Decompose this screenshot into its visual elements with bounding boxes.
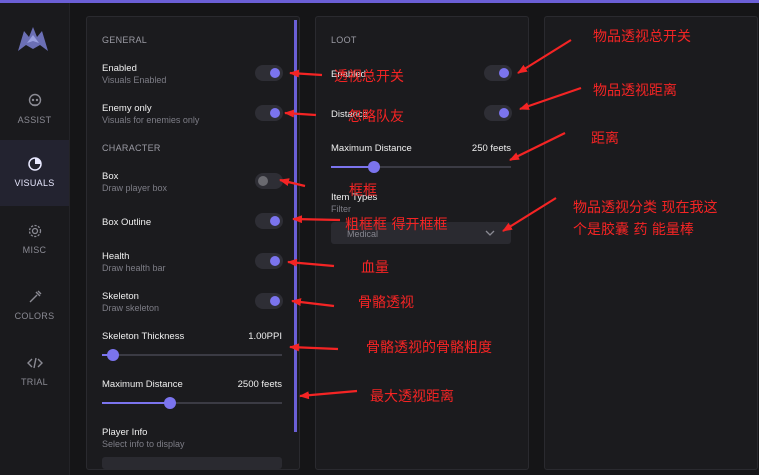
max-distance-slider[interactable] xyxy=(102,397,282,409)
sidebar-item-visuals[interactable]: VISUALS xyxy=(0,140,69,206)
box-outline-toggle[interactable] xyxy=(255,213,283,229)
player-info-label: Player Info xyxy=(102,427,148,438)
health-description: Draw health bar xyxy=(102,263,166,273)
wolf-logo-icon xyxy=(18,27,48,51)
slider-thumb[interactable] xyxy=(368,161,380,173)
annotation-loot-master-switch: 物品透视总开关 xyxy=(593,29,691,45)
section-title-character: CHARACTER xyxy=(102,143,161,153)
skeleton-thickness-slider[interactable] xyxy=(102,349,282,361)
skeleton-description: Draw skeleton xyxy=(102,303,160,313)
gear-icon xyxy=(28,224,41,238)
player-info-description: Select info to display xyxy=(102,439,185,449)
annotation-health: 血量 xyxy=(361,260,389,276)
annotation-max-distance: 最大透视距离 xyxy=(370,389,454,405)
annotation-item-types-line2: 个是胶囊 药 能量棒 xyxy=(573,222,694,238)
player-info-select[interactable] xyxy=(102,457,282,469)
box-outline-label: Box Outline xyxy=(102,217,152,228)
health-toggle[interactable] xyxy=(255,253,283,269)
annotation-esp-master-switch: 透视总开关 xyxy=(334,69,404,85)
sidebar-item-trial[interactable]: TRIAL xyxy=(0,343,69,405)
skull-icon xyxy=(28,93,41,107)
sidebar-item-label: ASSIST xyxy=(17,115,52,125)
enemy-only-description: Visuals for enemies only xyxy=(102,115,200,125)
enabled-label: Enabled xyxy=(102,63,137,74)
dropper-icon xyxy=(29,290,41,303)
chevron-down-icon xyxy=(485,230,495,236)
sidebar: ASSIST VISUALS MISC COLORS TRIAL xyxy=(0,3,70,475)
slider-thumb[interactable] xyxy=(164,397,176,409)
item-types-label: Item Types xyxy=(331,192,378,203)
item-types-selected: Medical xyxy=(347,229,379,239)
annotation-item-types-line1: 物品透视分类 现在我这 xyxy=(573,200,718,216)
code-icon xyxy=(26,357,43,369)
max-distance-value: 2500 feets xyxy=(237,379,282,390)
section-title-general: GENERAL xyxy=(102,35,148,45)
box-toggle[interactable] xyxy=(255,173,283,189)
annotation-box: 框框 xyxy=(349,183,377,199)
skeleton-thickness-value: 1.00PPI xyxy=(248,331,282,342)
skeleton-thickness-label: Skeleton Thickness xyxy=(102,331,185,342)
skeleton-label: Skeleton xyxy=(102,291,139,302)
slider-thumb[interactable] xyxy=(107,349,119,361)
box-description: Draw player box xyxy=(102,183,168,193)
visuals-settings-panel xyxy=(86,16,300,470)
window-top-accent xyxy=(0,0,759,3)
sidebar-item-label: TRIAL xyxy=(20,377,48,387)
sidebar-item-misc[interactable]: MISC xyxy=(0,211,69,273)
loot-distance-toggle[interactable] xyxy=(484,105,512,121)
annotation-distance: 距离 xyxy=(591,131,619,147)
enabled-description: Visuals Enabled xyxy=(102,75,167,85)
section-title-loot: LOOT xyxy=(331,35,357,45)
sidebar-item-label: MISC xyxy=(22,245,47,255)
sidebar-item-label: VISUALS xyxy=(14,178,55,188)
item-types-description: Filter xyxy=(331,204,351,214)
loot-enabled-label: Enabled xyxy=(331,69,366,80)
loot-enabled-toggle[interactable] xyxy=(484,65,512,81)
sidebar-item-colors[interactable]: COLORS xyxy=(0,277,69,339)
box-label: Box xyxy=(102,171,119,182)
item-types-select[interactable]: Medical xyxy=(331,222,511,244)
sidebar-item-label: COLORS xyxy=(14,311,55,321)
health-label: Health xyxy=(102,251,130,262)
skeleton-toggle[interactable] xyxy=(255,293,283,309)
sidebar-item-assist[interactable]: ASSIST xyxy=(0,81,69,143)
loot-distance-label: Distance xyxy=(331,109,368,120)
annotation-ignore-teammates: 忽略队友 xyxy=(348,109,404,125)
loot-max-distance-label: Maximum Distance xyxy=(331,143,412,154)
enabled-toggle[interactable] xyxy=(255,65,283,81)
annotation-skeleton-thickness: 骨骼透视的骨骼粗度 xyxy=(366,340,492,356)
annotation-skeleton: 骨骼透视 xyxy=(358,295,414,311)
annotation-box-outline: 粗框框 得开框框 xyxy=(345,217,448,233)
eye-icon xyxy=(27,157,42,171)
annotation-loot-distance: 物品透视距离 xyxy=(593,83,677,99)
enemy-only-toggle[interactable] xyxy=(255,105,283,121)
panel-scrollbar[interactable] xyxy=(294,20,297,432)
loot-max-distance-slider[interactable] xyxy=(331,161,511,173)
loot-max-distance-value: 250 feets xyxy=(471,143,511,154)
enemy-only-label: Enemy only xyxy=(102,103,152,114)
max-distance-label: Maximum Distance xyxy=(102,379,183,390)
